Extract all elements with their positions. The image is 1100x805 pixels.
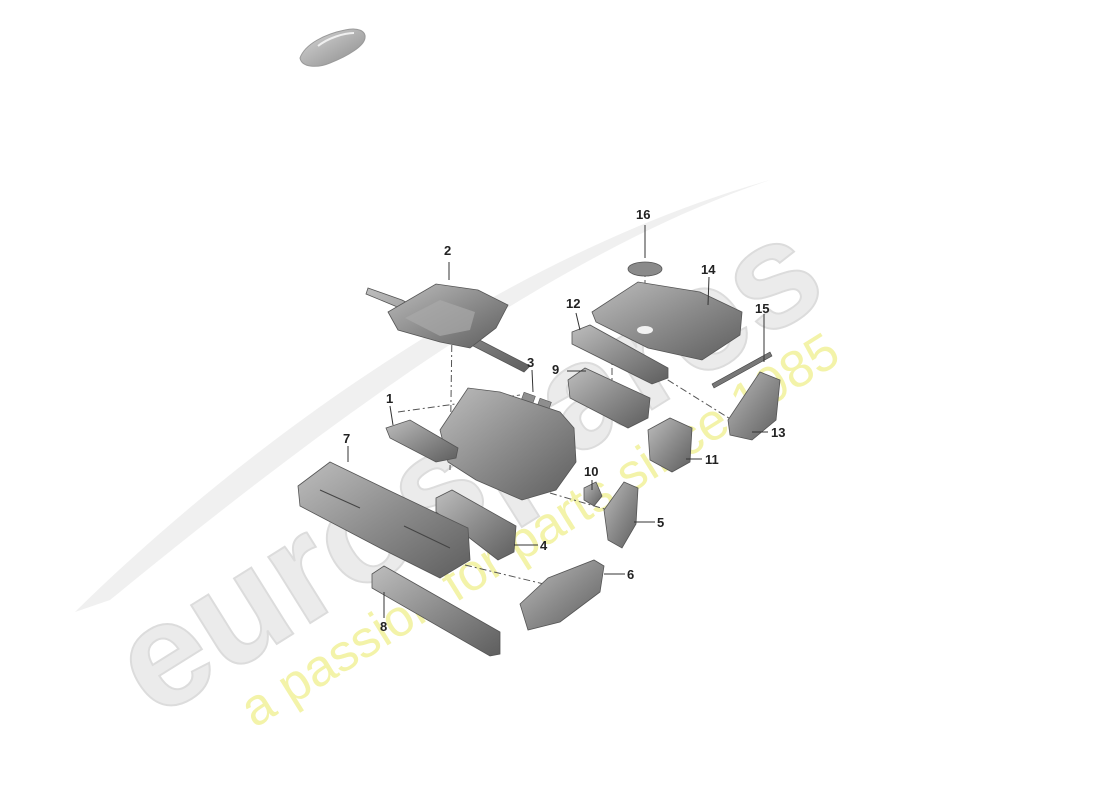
part-4-rail <box>435 489 517 561</box>
callout-7: 7 <box>343 431 351 446</box>
callout-2: 2 <box>444 243 452 258</box>
callout-13: 13 <box>771 425 786 440</box>
callout-9: 9 <box>552 362 560 377</box>
center-floor-panel <box>439 387 577 501</box>
part-16-plug <box>627 261 663 277</box>
leader-lines <box>347 225 768 618</box>
part-8-rocker <box>371 565 501 657</box>
callout-8: 8 <box>380 619 388 634</box>
part-2-tunnel <box>365 283 531 373</box>
callout-12: 12 <box>566 296 581 311</box>
part-6-pillar <box>519 559 605 631</box>
callout-14: 14 <box>701 262 716 277</box>
parts <box>297 261 781 657</box>
callout-3: 3 <box>527 355 535 370</box>
callout-10: 10 <box>584 464 599 479</box>
callout-1: 1 <box>386 391 394 406</box>
part-7-side-sill <box>297 461 471 579</box>
car-thumbnail-icon <box>299 28 366 67</box>
watermark: eurospares a passion for parts since 198… <box>84 183 850 748</box>
callout-6: 6 <box>627 567 635 582</box>
part-1-panel <box>385 419 459 463</box>
callout-16: 16 <box>636 207 651 222</box>
part-9-bracket <box>567 367 651 429</box>
part-15-strip <box>711 351 773 389</box>
watermark-swoosh <box>75 180 770 612</box>
part-13-bracket <box>727 371 781 441</box>
callout-4: 4 <box>540 538 548 553</box>
callout-5: 5 <box>657 515 665 530</box>
part-5-pillar <box>603 481 639 549</box>
part-12-crossmember <box>571 324 669 385</box>
callout-15: 15 <box>755 301 770 316</box>
part-10-bracket <box>583 481 603 507</box>
callout-11: 11 <box>705 452 719 467</box>
part-11-bracket <box>647 417 693 473</box>
part-14-rear-floor <box>591 281 743 361</box>
